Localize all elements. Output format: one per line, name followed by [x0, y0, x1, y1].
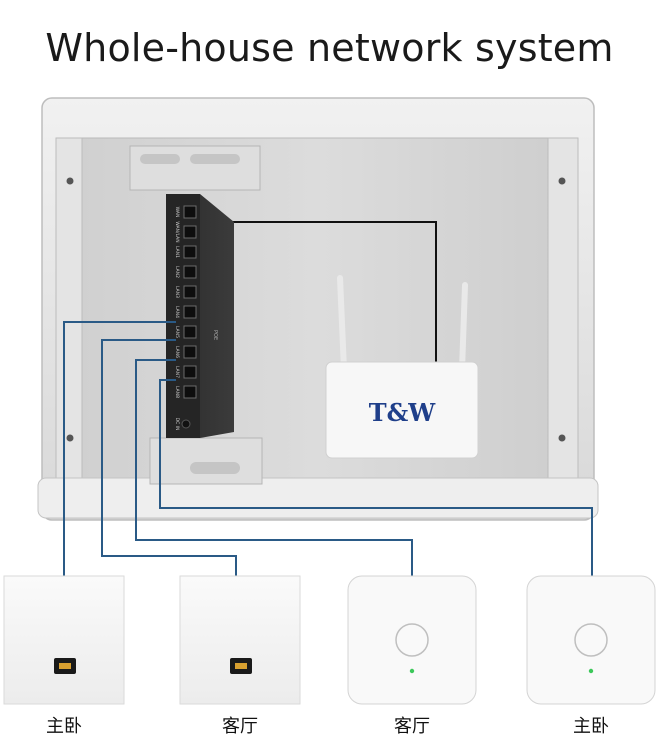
page-title: Whole-house network system — [45, 26, 614, 70]
ceiling-ap-livingroom — [347, 575, 477, 705]
caption-bedroom-panel: 主卧 — [46, 716, 82, 737]
switch-port — [183, 265, 197, 279]
switch-port-label: WAN — [174, 207, 180, 218]
poe-switch: WAN WAN/LAN LAN1LAN2LAN3LAN4LAN5LAN6LAN7LA… — [166, 194, 234, 438]
caption-livingroom-ap: 客厅 — [394, 716, 430, 737]
switch-port-label: LAN5 — [174, 326, 180, 338]
switch-port — [183, 285, 197, 299]
switch-port — [183, 365, 197, 379]
switch-port-label: LAN2 — [174, 266, 180, 278]
switch-port-label: LAN4 — [174, 306, 180, 318]
wall-panel-livingroom — [179, 575, 301, 705]
switch-port-label: LAN1 — [174, 246, 180, 258]
network-enclosure — [37, 97, 599, 521]
cable-to-bedroom-ap — [159, 379, 593, 576]
switch-port — [183, 385, 197, 399]
cable-to-bedroom-panel — [63, 321, 176, 576]
switch-port — [183, 305, 197, 319]
switch-port — [183, 245, 197, 259]
cable-to-livingroom-ap — [135, 359, 413, 576]
wan-cable — [196, 221, 437, 362]
cable-to-livingroom-panel — [101, 339, 237, 576]
switch-side-label: POE — [212, 330, 218, 340]
ethernet-cables — [63, 321, 593, 576]
switch-port-label: LAN6 — [174, 346, 180, 358]
switch-port — [183, 345, 197, 359]
caption-bedroom-ap: 主卧 — [573, 716, 609, 737]
caption-livingroom-panel: 客厅 — [222, 716, 258, 737]
wall-panel-bedroom — [3, 575, 125, 705]
switch-port-label: LAN8 — [174, 386, 180, 398]
switch-port-label: LAN3 — [174, 286, 180, 298]
switch-port — [183, 325, 197, 339]
wireless-router — [325, 275, 479, 459]
ceiling-ap-bedroom — [526, 575, 656, 705]
switch-port — [183, 205, 197, 219]
switch-power-label: DC IN — [174, 418, 180, 431]
switch-port-label: WAN/LAN — [174, 221, 180, 242]
router-brand: T&W — [368, 398, 436, 427]
switch-port-label: LAN7 — [174, 366, 180, 378]
switch-port — [183, 225, 197, 239]
